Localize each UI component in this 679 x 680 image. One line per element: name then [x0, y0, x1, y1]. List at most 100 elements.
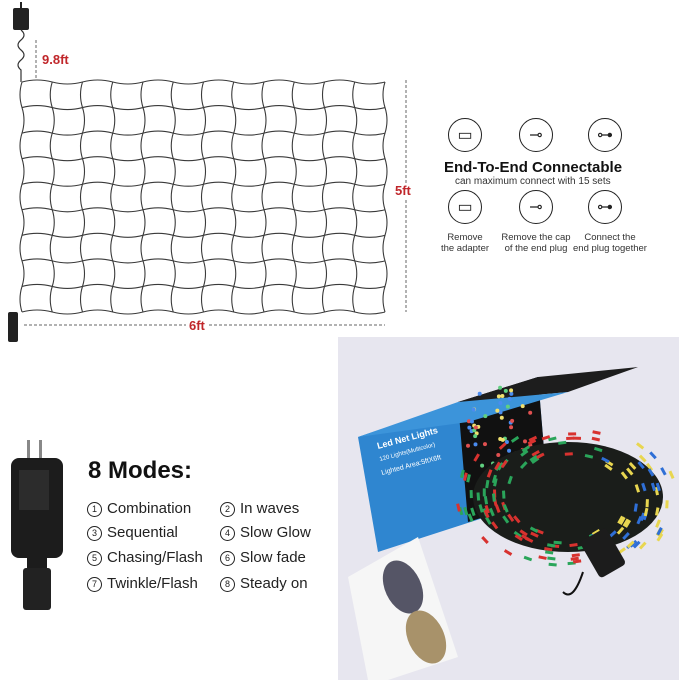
bulb	[521, 445, 530, 453]
bulb	[507, 475, 513, 485]
mode-label: Steady on	[240, 575, 308, 592]
bulb	[473, 453, 480, 462]
bulb	[622, 518, 630, 527]
bulb	[566, 436, 575, 440]
bulb	[488, 507, 495, 517]
mode-number: 2	[220, 502, 235, 517]
bulb	[604, 463, 613, 471]
modes-title: 8 Modes:	[88, 457, 193, 484]
end-plug-icon	[8, 312, 18, 342]
mode-label: Twinkle/Flash	[107, 575, 198, 592]
bulb	[655, 519, 661, 528]
printed-light	[472, 428, 477, 433]
bulb	[519, 461, 528, 470]
bulb	[470, 507, 476, 517]
bulb	[633, 503, 638, 512]
printed-light	[509, 391, 514, 396]
mode-label: Chasing/Flash	[107, 549, 203, 566]
printed-light	[498, 410, 503, 415]
bulb	[632, 540, 641, 549]
bulb	[570, 556, 579, 561]
printed-light	[482, 442, 487, 447]
printed-light	[495, 408, 500, 413]
printed-light	[469, 419, 474, 424]
bulb	[498, 442, 507, 450]
bulb	[491, 521, 499, 530]
cable-length-label: 9.8ft	[42, 52, 69, 67]
printed-light	[504, 440, 509, 445]
photo-adapter	[580, 528, 626, 578]
bulb	[636, 442, 645, 450]
bulb	[463, 472, 468, 481]
mode-label: Slow Glow	[240, 524, 311, 541]
bulb	[491, 493, 496, 502]
bulb	[544, 547, 553, 552]
connect-plugs-icon: ⊶	[588, 118, 622, 152]
width-label: 6ft	[186, 318, 208, 333]
bulb	[483, 509, 490, 519]
printed-light	[471, 407, 476, 412]
printed-light	[507, 448, 512, 453]
bulb	[456, 503, 461, 512]
bulb	[547, 556, 556, 561]
mode-item: 1 Combination	[87, 500, 191, 517]
net-grid	[19, 79, 388, 315]
bulb	[469, 489, 473, 499]
wire-bundle	[473, 442, 663, 552]
bulb	[571, 553, 580, 558]
printed-light	[528, 410, 533, 415]
printed-light	[466, 419, 471, 424]
bulb	[656, 533, 664, 542]
printed-light	[507, 396, 512, 401]
product-photo: Led Net Lights 120 Lights(Multicolor) Li…	[338, 337, 679, 680]
net-column	[110, 81, 116, 313]
net-column	[170, 81, 176, 313]
bulb	[628, 461, 637, 470]
mode-label: Slow fade	[240, 549, 306, 566]
bulb	[466, 474, 471, 483]
bulb	[572, 559, 582, 564]
bulb	[620, 471, 628, 480]
bulb	[645, 499, 649, 508]
bulb	[500, 459, 508, 469]
bulb	[502, 490, 506, 499]
bulb	[649, 451, 657, 460]
net-column	[291, 81, 297, 313]
height-label: 5ft	[395, 183, 411, 198]
bulb	[520, 449, 529, 457]
bulb	[502, 504, 509, 513]
bulb	[619, 516, 626, 525]
bulb	[523, 555, 533, 562]
bulb	[486, 469, 493, 478]
end-cap-icon: ⊸	[519, 118, 553, 152]
bulb	[553, 540, 562, 545]
bulb	[668, 470, 675, 480]
mode-label: Combination	[107, 500, 192, 517]
mode-item: 4 Slow Glow	[220, 524, 311, 541]
bulb	[650, 482, 657, 492]
bulb	[544, 550, 554, 555]
net-column	[49, 81, 55, 313]
net-column	[352, 81, 358, 313]
mode-number: 4	[220, 526, 235, 541]
connectable-subtitle: can maximum connect with 15 sets	[455, 176, 611, 187]
adapter-icon	[13, 8, 29, 30]
bulb	[626, 467, 634, 476]
bulb	[638, 454, 647, 463]
printed-light	[500, 393, 505, 398]
bulb	[507, 513, 515, 522]
printed-light	[473, 442, 478, 447]
mode-number: 1	[87, 502, 102, 517]
net-column	[321, 81, 328, 313]
bulb	[538, 555, 547, 560]
bulb	[547, 543, 556, 548]
bulb	[481, 536, 489, 544]
printed-light	[477, 391, 482, 396]
bulb	[591, 436, 601, 442]
printed-light	[503, 388, 508, 393]
bulb	[513, 530, 522, 539]
